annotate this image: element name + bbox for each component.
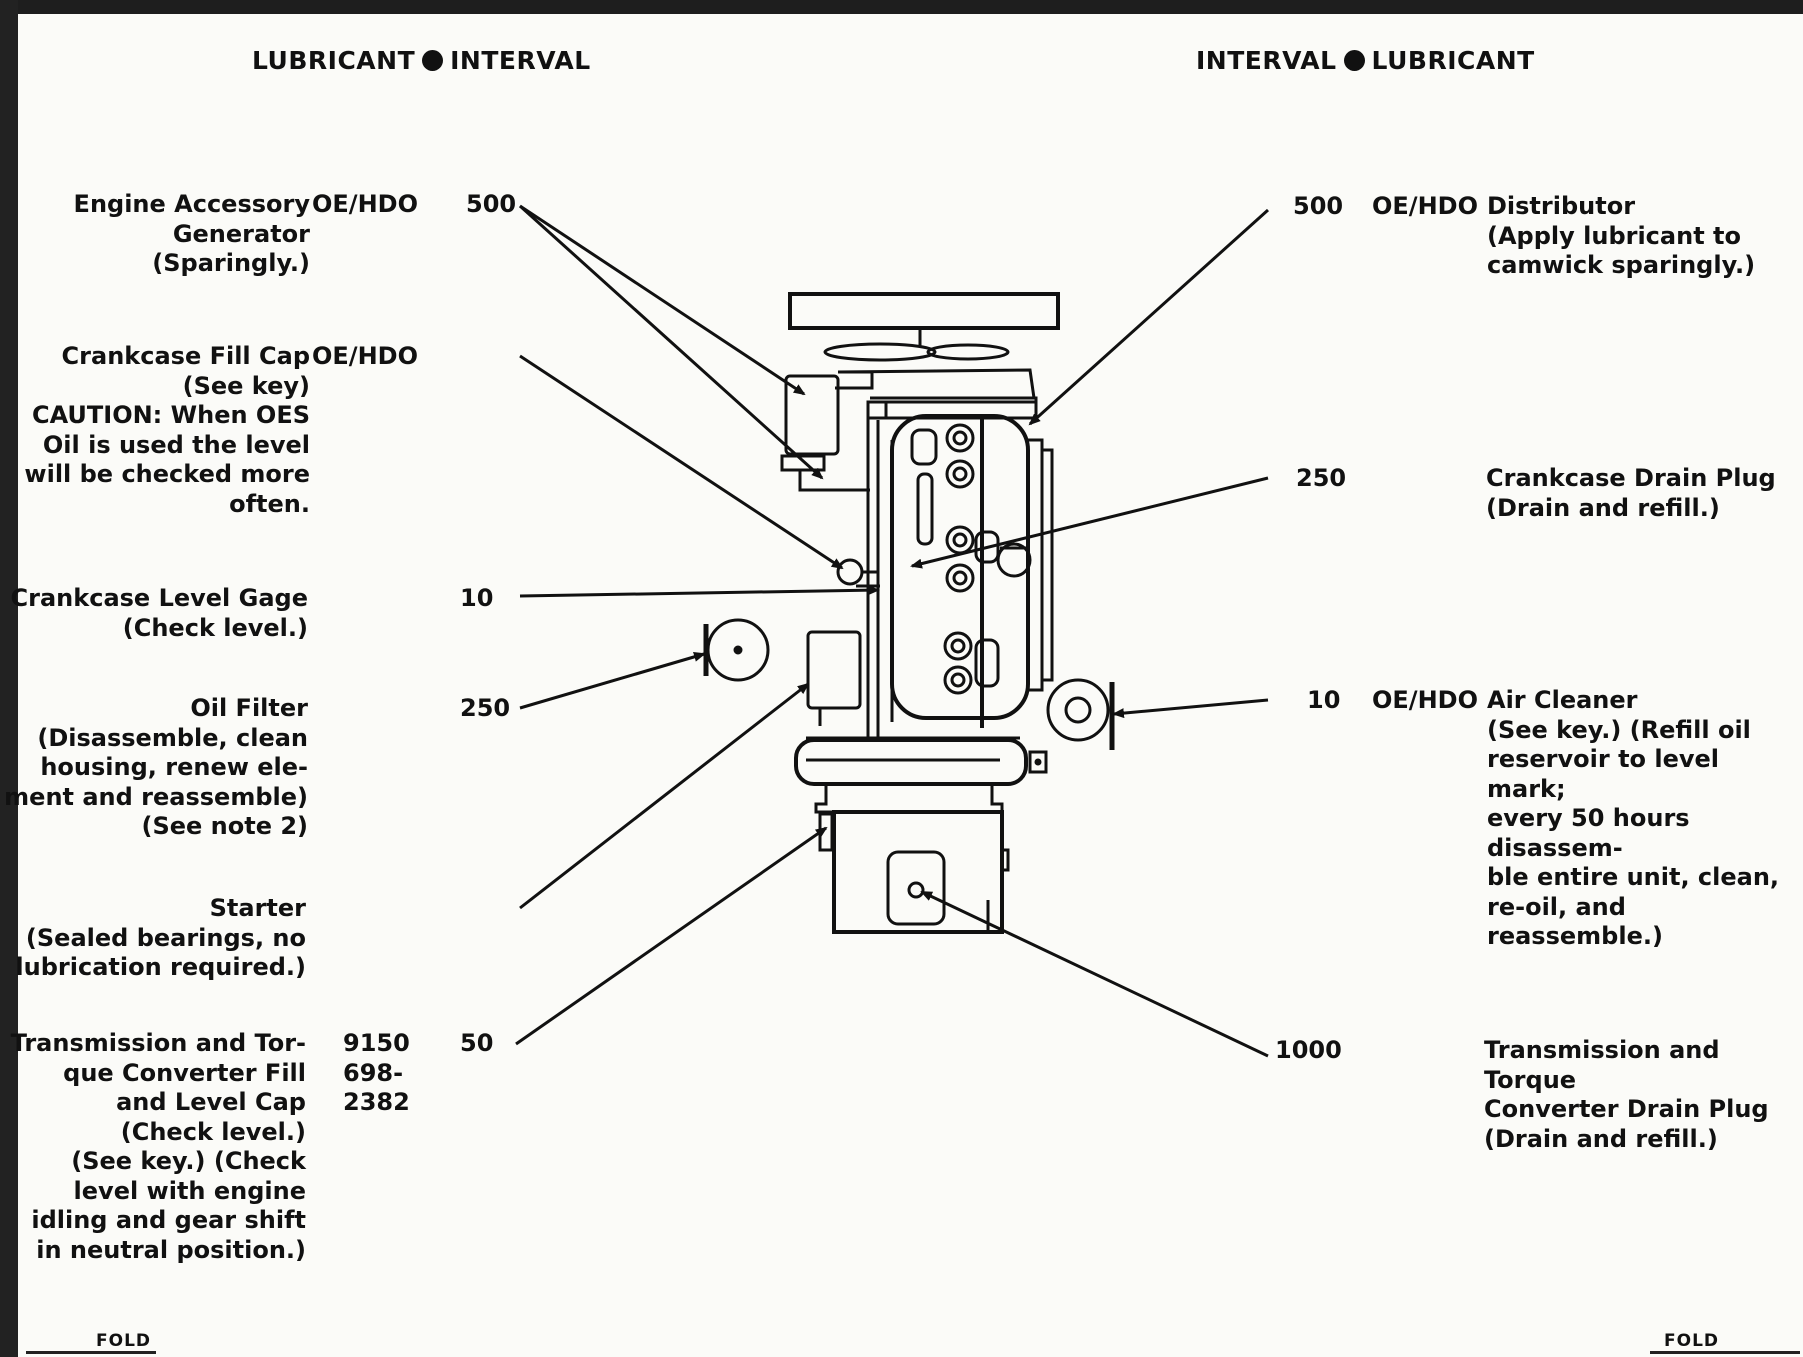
- right-point-interval-distributor: 500: [1293, 192, 1344, 220]
- left-point-name-transmission-fill: Transmission and Tor- que Converter Fill…: [10, 1029, 306, 1264]
- fold-mark-left: FOLD: [96, 1331, 152, 1351]
- left-point-interval-generator: 500: [466, 190, 517, 218]
- right-point-interval-transmission-drain: 1000: [1275, 1036, 1342, 1064]
- bullet-dot-icon: [1343, 50, 1365, 71]
- header-right-interval: INTERVAL: [1196, 46, 1337, 75]
- oil-filter-shape: [806, 630, 862, 710]
- right-point-lubricant-air-cleaner: OE/HDO: [1372, 686, 1478, 714]
- fold-mark-right: FOLD: [1664, 1331, 1720, 1351]
- distributor-shape: [996, 542, 1032, 578]
- scan-top-border: [0, 0, 1803, 14]
- right-point-interval-air-cleaner: 10: [1307, 686, 1341, 714]
- left-point-lubricant-crankcase-fill-cap: OE/HDO: [312, 342, 418, 370]
- fold-line-left: [26, 1351, 156, 1354]
- right-point-name-distributor: Distributor (Apply lubricant to camwick …: [1487, 192, 1756, 279]
- right-point-interval-crankcase-drain: 250: [1296, 464, 1347, 492]
- left-point-name-oil-filter: Oil Filter (Disassemble, clean housing, …: [4, 694, 308, 840]
- left-point-interval-crankcase-level-gage: 10: [460, 584, 494, 612]
- radiator-shape: [788, 292, 1060, 330]
- transmission-housing-shape: [832, 810, 1004, 934]
- fill-cap-shape: [836, 558, 864, 586]
- fan-blade-shape: [823, 342, 937, 362]
- left-point-interval-oil-filter: 250: [460, 694, 511, 722]
- left-point-lubricant-transmission-fill: 9150 698- 2382: [343, 1029, 410, 1116]
- left-point-name-crankcase-fill-cap: Crankcase Fill Cap (See key) CAUTION: Wh…: [24, 342, 310, 518]
- fold-line-right: [1650, 1351, 1800, 1354]
- left-point-name-starter: Starter (Sealed bearings, no lubrication…: [15, 894, 306, 981]
- header-right: INTERVAL LUBRICANT: [1196, 46, 1535, 75]
- left-point-lubricant-generator: OE/HDO: [312, 190, 418, 218]
- right-point-lubricant-distributor: OE/HDO: [1372, 192, 1478, 220]
- left-point-interval-transmission-fill: 50: [460, 1029, 494, 1057]
- right-point-name-air-cleaner: Air Cleaner (See key.) (Refill oil reser…: [1487, 686, 1780, 950]
- generator-shape: [784, 374, 840, 456]
- header-right-lubricant: LUBRICANT: [1371, 46, 1535, 75]
- right-point-name-crankcase-drain: Crankcase Drain Plug (Drain and refill.): [1486, 464, 1776, 522]
- header-left-interval: INTERVAL: [450, 46, 591, 75]
- left-point-name-crankcase-level-gage: Crankcase Level Gage (Check level.): [10, 584, 308, 642]
- scan-left-border: [0, 0, 18, 1357]
- right-point-name-transmission-drain: Transmission and Torque Converter Drain …: [1484, 1036, 1769, 1153]
- header-left: LUBRICANT INTERVAL: [252, 46, 591, 75]
- header-left-lubricant: LUBRICANT: [252, 46, 416, 75]
- left-point-name-generator: Engine Accessory Generator (Sparingly.): [73, 190, 310, 277]
- oil-pan-shape: [794, 738, 1028, 786]
- bullet-dot-icon: [422, 50, 444, 71]
- air-cleaner-shape: [1046, 678, 1110, 742]
